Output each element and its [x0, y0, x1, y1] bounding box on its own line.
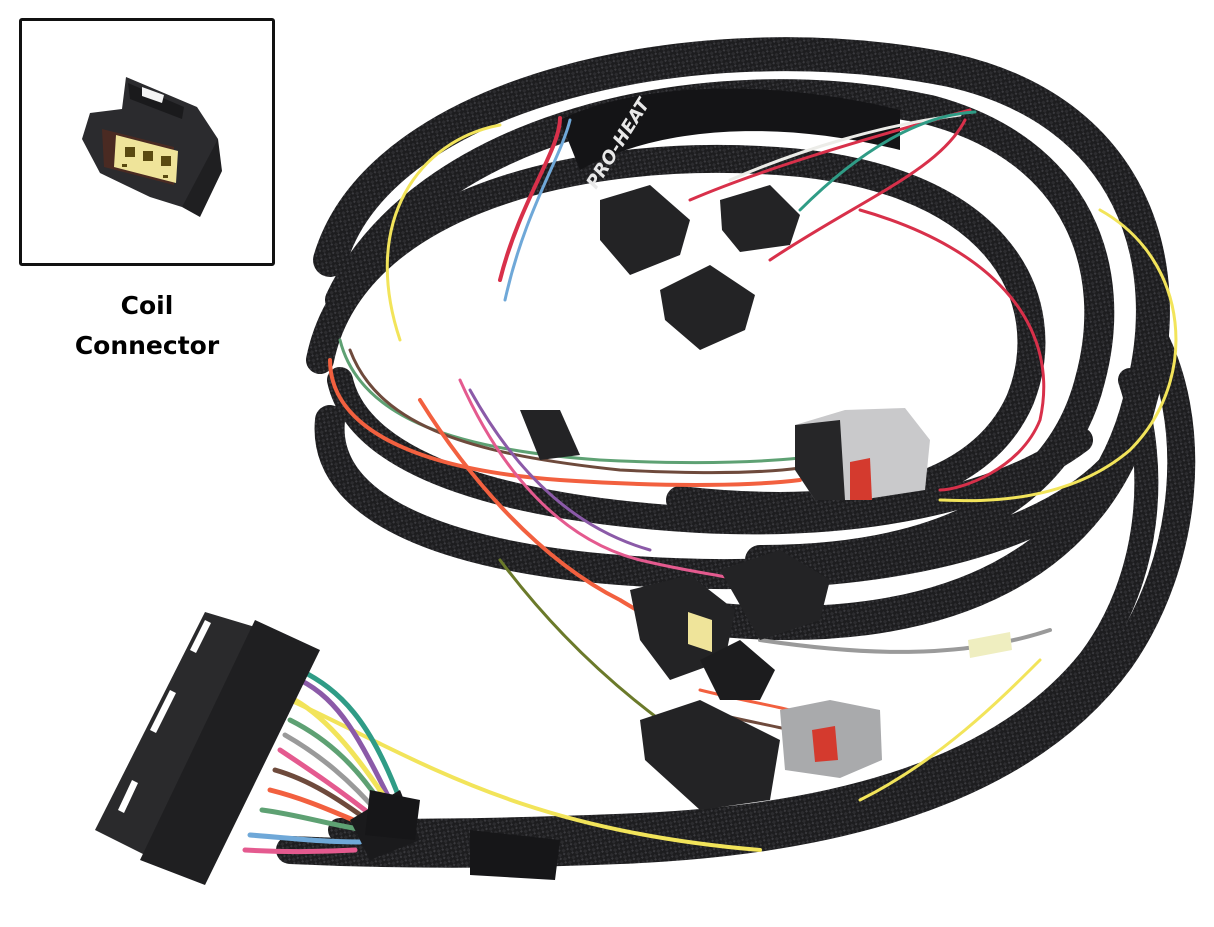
coil-connector-icon: [82, 77, 222, 217]
loose-wires: [288, 108, 1178, 852]
main-ecu-connector: [95, 612, 420, 885]
heat-shrink-sections: [365, 790, 560, 880]
coil-connector-inset: [19, 18, 275, 266]
inset-caption: Coil Connector: [19, 286, 275, 366]
coil-connectors: [520, 185, 830, 810]
braided-sleeve-loops: [276, 37, 1196, 868]
caption-line-2: Connector: [74, 331, 220, 360]
caption-line-1: Coil: [120, 291, 174, 320]
gray-connectors: [780, 408, 1012, 778]
